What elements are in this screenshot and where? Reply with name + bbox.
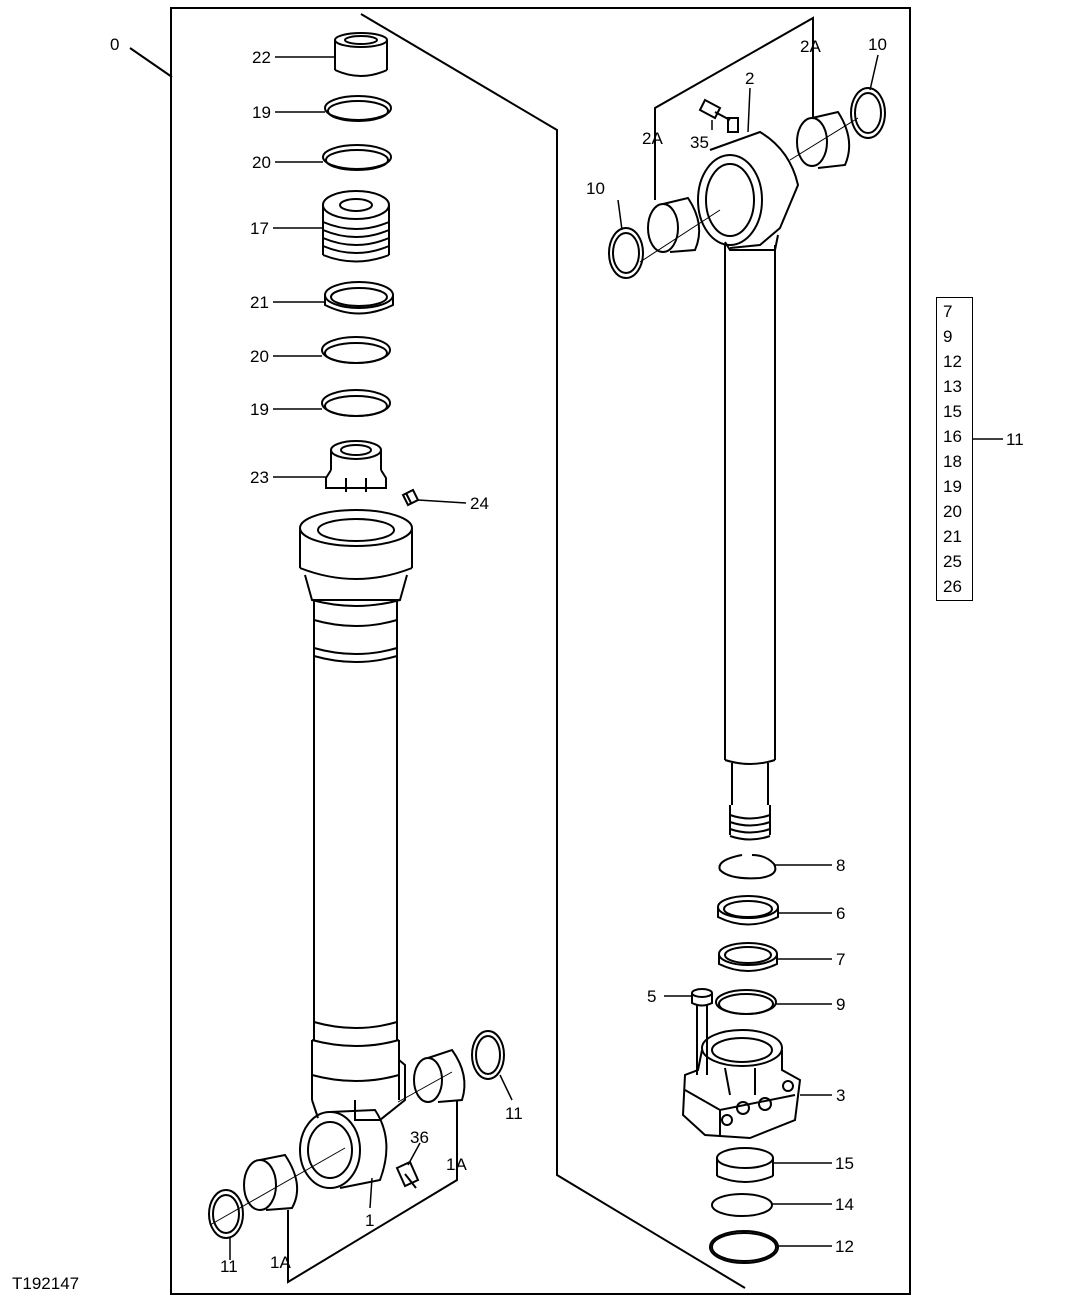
- seal-kit-item: 13: [943, 377, 962, 396]
- part-14-ring: [711, 1193, 773, 1217]
- seal-kit-item: 16: [943, 427, 962, 446]
- part-19-ring-top: [324, 95, 392, 122]
- part-20-ring-bottom: [321, 336, 391, 364]
- part-23-nut: [325, 440, 387, 492]
- callout-23: 23: [250, 468, 269, 487]
- part-7-seal: [718, 942, 778, 972]
- callout-7: 7: [836, 950, 845, 969]
- callout-11: 11: [220, 1257, 238, 1276]
- seal-kit-item: 9: [943, 327, 953, 346]
- diagram-frame: [170, 7, 911, 1295]
- part-24-set-screw: [401, 488, 420, 507]
- assembly-label: 0: [110, 35, 119, 54]
- part-15-bushing: [716, 1147, 774, 1183]
- callout-14: 14: [835, 1195, 854, 1214]
- callout-3: 3: [836, 1086, 845, 1105]
- piston-rod: [724, 245, 776, 841]
- callout-15: 15: [835, 1154, 854, 1173]
- part-21-seal: [324, 281, 394, 315]
- callout-24: 24: [470, 494, 489, 513]
- callout-12: 12: [835, 1237, 854, 1256]
- assembly-leader: [129, 47, 173, 78]
- part-1-base-eye: [299, 1108, 388, 1189]
- callout-19: 19: [250, 400, 269, 419]
- seal-kit-item: 26: [943, 577, 962, 596]
- callout-5: 5: [647, 987, 656, 1006]
- part-3-rod-guide: [681, 1029, 802, 1140]
- cylinder-head-flange: [299, 509, 413, 1040]
- callout-9: 9: [836, 995, 845, 1014]
- seal-kit-item: 12: [943, 352, 962, 371]
- part-6-seal: [717, 895, 779, 926]
- callout-20: 20: [250, 347, 269, 366]
- part-11-seal-left: [208, 1189, 244, 1239]
- seal-kit-item: 20: [943, 502, 962, 521]
- part-36-grease-fitting: [395, 1160, 420, 1189]
- part-11-seal-right: [471, 1030, 505, 1080]
- seal-kit-item: 18: [943, 452, 962, 471]
- callout-2a: 2A: [642, 129, 663, 148]
- cylinder-tube: [311, 1021, 406, 1121]
- callout-20: 20: [252, 153, 271, 172]
- seal-kit-list: 7 9 12 13 15 16 18 19 20 21 25 26: [936, 297, 973, 601]
- subassembly-bracket: [360, 13, 746, 1289]
- bracket-1a: [287, 1100, 458, 1284]
- callout-11: 11: [505, 1104, 523, 1123]
- callout-17: 17: [250, 219, 269, 238]
- part-20-ring-top: [322, 144, 392, 171]
- callout-1a: 1A: [446, 1155, 467, 1174]
- leader-lines: [229, 54, 1003, 1260]
- seal-kit-item: 19: [943, 477, 962, 496]
- callout-10: 10: [868, 35, 887, 54]
- callout-19: 19: [252, 103, 271, 122]
- callout-22: 22: [252, 48, 271, 67]
- seal-kit-item: 25: [943, 552, 962, 571]
- callout-8: 8: [836, 856, 845, 875]
- part-2-rod-eye: [697, 130, 800, 251]
- part-10-seal-left: [608, 227, 644, 279]
- part-5-bolt: [691, 988, 713, 1075]
- bracket-2a: [654, 16, 814, 200]
- part-17-piston: [322, 190, 390, 263]
- seal-kit-item: 7: [943, 302, 953, 321]
- part-1a-bushing-right: [413, 1048, 466, 1103]
- seal-kit-item: 21: [943, 527, 962, 546]
- part-2a-bushing-left: [647, 196, 701, 253]
- callout-35: 35: [690, 133, 709, 152]
- figure-id: T192147: [12, 1274, 79, 1293]
- seal-kit-item: 15: [943, 402, 962, 421]
- part-9-ring: [715, 989, 777, 1015]
- part-19-ring-bottom: [321, 389, 391, 417]
- part-10-seal-right: [850, 87, 886, 139]
- callout-36: 36: [410, 1128, 429, 1147]
- part-1a-bushing-left: [243, 1153, 299, 1211]
- callout-1: 1: [365, 1211, 374, 1230]
- callout-1a: 1A: [270, 1253, 291, 1272]
- callout-2a: 2A: [800, 37, 821, 56]
- callout-2: 2: [745, 69, 754, 88]
- callout-10: 10: [586, 179, 605, 198]
- part-8-snap-ring: [718, 854, 777, 880]
- callout-6: 6: [836, 904, 845, 923]
- part-22-bushing: [334, 32, 388, 77]
- kit-callout-label: 11: [1006, 430, 1024, 449]
- callout-21: 21: [250, 293, 269, 312]
- part-12-ring: [709, 1230, 779, 1264]
- part-35-grease-fitting: [698, 98, 739, 133]
